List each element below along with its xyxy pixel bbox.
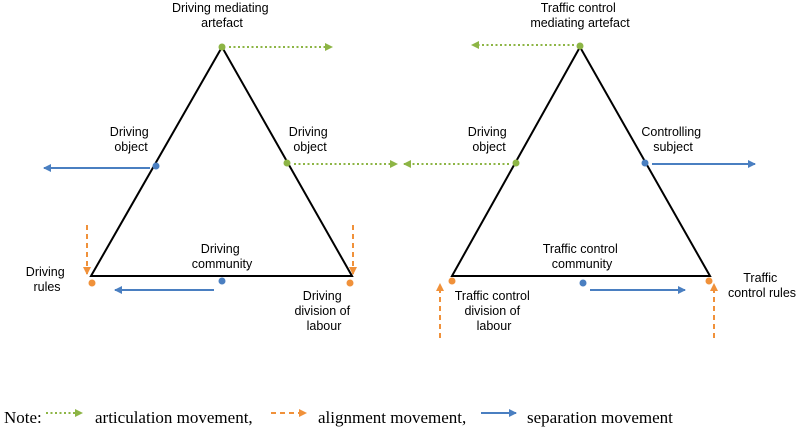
left-base-node <box>218 277 226 285</box>
left-right-side-node <box>283 159 291 167</box>
right-bottom-right-label: Traffic control rules <box>728 271 796 300</box>
left-bottom-right-label: Driving division of labour <box>294 289 353 333</box>
left-bottom-left-label: Driving rules <box>26 265 68 294</box>
left-left-side-label: Driving object <box>110 125 152 154</box>
right-right-side-node <box>641 159 649 167</box>
legend: Note: articulation movement, alignment m… <box>4 408 673 427</box>
right-bottom-right-node <box>705 277 713 285</box>
right-top-label: Traffic control mediating artefact <box>530 1 630 30</box>
left-bottom-left-node <box>88 279 96 287</box>
right-base-label: Traffic control community <box>543 242 622 271</box>
left-left-side-node <box>152 162 160 170</box>
left-top-node <box>218 43 226 51</box>
right-triangle-group: Traffic control mediating artefact Drivi… <box>403 1 796 338</box>
left-top-label: Driving mediating artefact <box>172 1 272 30</box>
left-base-label: Driving community <box>192 242 253 271</box>
legend-alignment-label: alignment movement, <box>318 408 466 427</box>
legend-articulation-label: articulation movement, <box>95 408 253 427</box>
legend-note-label: Note: <box>4 408 42 427</box>
left-bottom-right-node <box>346 279 354 287</box>
left-triangle-group: Driving mediating artefact Driving objec… <box>26 1 398 333</box>
right-right-side-label: Controlling subject <box>641 125 704 154</box>
right-left-side-label: Driving object <box>468 125 510 154</box>
right-bottom-left-node <box>448 277 456 285</box>
right-top-node <box>576 42 584 50</box>
right-left-side-node <box>512 159 520 167</box>
right-bottom-left-label: Traffic control division of labour <box>455 289 534 333</box>
left-right-side-label: Driving object <box>289 125 331 154</box>
legend-separation-label: separation movement <box>527 408 673 427</box>
right-base-node <box>579 279 587 287</box>
